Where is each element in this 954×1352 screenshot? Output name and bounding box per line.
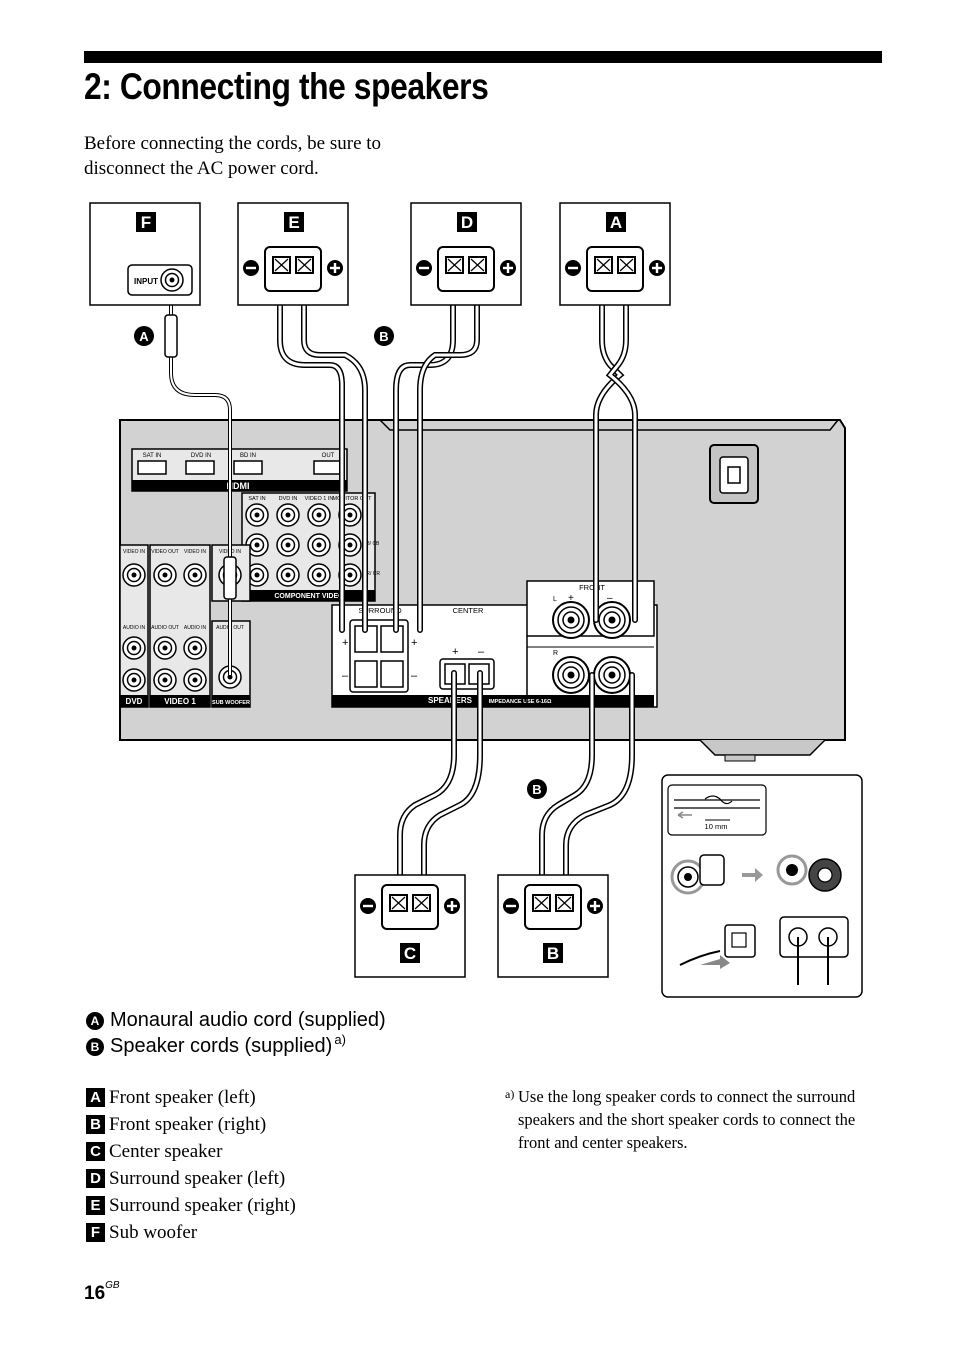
- svg-text:DVD: DVD: [126, 697, 143, 706]
- svg-text:SUB WOOFER: SUB WOOFER: [212, 700, 250, 706]
- svg-text:IMPEDANCE USE 6-16Ω: IMPEDANCE USE 6-16Ω: [489, 699, 552, 705]
- svg-text:R: R: [553, 650, 558, 657]
- legend-item: B Front speaker (right): [86, 1111, 296, 1138]
- speaker-box-a: A: [559, 202, 671, 306]
- page-number-suffix: GB: [105, 1279, 120, 1291]
- legend-text: Center speaker: [109, 1140, 223, 1162]
- svg-text:PB/ CB: PB/ CB: [363, 541, 380, 547]
- legend-item: F Sub woofer: [86, 1219, 296, 1246]
- legend-letter: B: [86, 1115, 105, 1134]
- title-rule: [84, 51, 882, 63]
- svg-text:L: L: [553, 596, 557, 603]
- svg-text:–: –: [411, 670, 418, 682]
- cord-callout-a: A: [134, 326, 154, 346]
- cord-item-note: a): [334, 1032, 346, 1047]
- svg-text:VIDEO IN: VIDEO IN: [184, 549, 206, 555]
- connection-diagram: HDMI SAT IN DVD IN BD IN OUT COMPONENT V…: [89, 202, 863, 998]
- cord-item-monaural: A Monaural audio cord (supplied): [86, 1009, 386, 1032]
- legend-text: Front speaker (left): [109, 1086, 256, 1108]
- legend-item: C Center speaker: [86, 1138, 296, 1165]
- svg-text:+: +: [568, 593, 574, 604]
- svg-text:C: C: [404, 944, 416, 963]
- cord-item-text: Speaker cords (supplied): [110, 1035, 333, 1057]
- svg-text:+: +: [452, 646, 458, 658]
- svg-text:DVD IN: DVD IN: [279, 496, 298, 502]
- cord-item-letter: B: [86, 1037, 104, 1056]
- page-number: 16GB: [84, 1279, 120, 1305]
- legend-letter: F: [86, 1223, 105, 1242]
- footnote: a) Use the long speaker cords to connect…: [505, 1085, 885, 1154]
- legend-letter: A: [86, 1088, 105, 1107]
- svg-text:INPUT: INPUT: [134, 277, 158, 286]
- hdmi-label: HDMI: [227, 481, 250, 491]
- speaker-box-c: C: [354, 874, 466, 978]
- speaker-box-e: E: [237, 202, 349, 306]
- legend-letter: C: [86, 1142, 105, 1161]
- speaker-box-d: D: [410, 202, 522, 306]
- svg-text:VIDEO IN: VIDEO IN: [123, 549, 145, 555]
- svg-text:+: +: [411, 637, 417, 649]
- page-number-value: 16: [84, 1283, 106, 1304]
- component-video-section: COMPONENT VIDEO SAT IN DVD IN VIDEO 1 IN…: [241, 492, 380, 602]
- svg-text:DVD IN: DVD IN: [191, 453, 211, 459]
- svg-text:OUT: OUT: [322, 453, 335, 459]
- speaker-cords: [277, 272, 638, 908]
- svg-text:–: –: [607, 593, 613, 604]
- svg-text:B: B: [532, 782, 541, 797]
- cord-item-letter: A: [86, 1011, 104, 1030]
- svg-text:E: E: [288, 213, 299, 232]
- svg-text:SAT IN: SAT IN: [143, 453, 162, 459]
- svg-text:COMPONENT VIDEO: COMPONENT VIDEO: [274, 593, 344, 600]
- svg-text:FRONT: FRONT: [579, 583, 605, 592]
- svg-text:F: F: [141, 213, 151, 232]
- legend-item: D Surround speaker (left): [86, 1165, 296, 1192]
- svg-text:AUDIO IN: AUDIO IN: [184, 625, 207, 631]
- svg-text:10 mm: 10 mm: [705, 822, 728, 831]
- svg-text:PR/ CR: PR/ CR: [363, 571, 380, 577]
- legend-letter: E: [86, 1196, 105, 1215]
- wire-stripping-inset: 10 mm: [661, 774, 863, 998]
- svg-text:MONITOR OUT: MONITOR OUT: [332, 496, 372, 502]
- legend-text: Surround speaker (left): [109, 1167, 286, 1189]
- monaural-cord: [164, 285, 237, 675]
- svg-text:–: –: [342, 670, 349, 682]
- svg-text:A: A: [610, 213, 622, 232]
- svg-text:CENTER: CENTER: [453, 606, 484, 615]
- speaker-legend: A Front speaker (left) B Front speaker (…: [86, 1084, 296, 1246]
- legend-letter: D: [86, 1169, 105, 1188]
- svg-text:–: –: [478, 646, 485, 658]
- hdmi-section: HDMI SAT IN DVD IN BD IN OUT: [131, 448, 348, 492]
- svg-text:AUDIO OUT: AUDIO OUT: [151, 625, 179, 631]
- svg-text:VIDEO 1: VIDEO 1: [164, 697, 196, 706]
- cord-item-text: Monaural audio cord (supplied): [110, 1009, 386, 1031]
- svg-text:B: B: [379, 329, 388, 344]
- cord-item-speaker: B Speaker cords (supplied) a): [86, 1032, 346, 1058]
- page-title: 2: Connecting the speakers: [84, 66, 489, 107]
- svg-text:A: A: [139, 329, 149, 344]
- svg-text:BD IN: BD IN: [240, 453, 256, 459]
- footnote-mark: a): [505, 1087, 515, 1101]
- svg-text:SPEAKERS: SPEAKERS: [428, 696, 473, 705]
- svg-text:AUDIO IN: AUDIO IN: [123, 625, 146, 631]
- intro-text: Before connecting the cords, be sure to …: [84, 133, 382, 179]
- svg-text:VIDEO 1 IN: VIDEO 1 IN: [305, 496, 334, 502]
- svg-text:SURROUND: SURROUND: [358, 606, 402, 615]
- svg-text:D: D: [461, 213, 473, 232]
- legend-item: A Front speaker (left): [86, 1084, 296, 1111]
- legend-text: Sub woofer: [109, 1221, 198, 1243]
- footnote-text: Use the long speaker cords to connect th…: [518, 1087, 856, 1152]
- svg-text:+: +: [342, 637, 348, 649]
- legend-text: Surround speaker (right): [109, 1194, 296, 1216]
- svg-text:B: B: [547, 944, 559, 963]
- speaker-box-b: B: [497, 874, 609, 978]
- svg-text:SAT IN: SAT IN: [248, 496, 265, 502]
- cord-callout-b-bottom: B: [527, 779, 547, 799]
- speaker-box-f: F INPUT: [89, 202, 201, 306]
- legend-text: Front speaker (right): [109, 1113, 267, 1135]
- cord-callout-b-top: B: [374, 326, 394, 346]
- legend-item: E Surround speaker (right): [86, 1192, 296, 1219]
- svg-text:VIDEO OUT: VIDEO OUT: [151, 549, 179, 555]
